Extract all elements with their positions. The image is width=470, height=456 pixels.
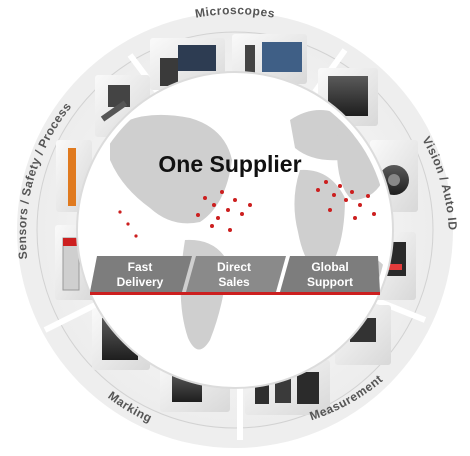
center-title: One Supplier [158,151,301,177]
banner-direct-line2: Sales [218,275,250,289]
banner-global-support [280,256,380,292]
banner-global-line2: Support [307,275,353,289]
banner-fast-delivery [90,256,192,292]
vision-controller-icon [318,68,378,126]
banner-direct-line1: Direct [217,260,251,274]
banner-fast-line2: Delivery [117,275,164,289]
banner-accent-line [90,292,380,295]
banner-global-line1: Global [311,260,348,274]
banner-fast-line1: Fast [128,260,153,274]
center-circle [76,71,394,389]
banner-direct-sales [186,256,286,292]
value-banner: Fast Delivery Direct Sales Global Suppor… [90,256,380,295]
category-microscopes: Microscopes [194,3,276,21]
microscope-stand-icon [232,34,307,84]
